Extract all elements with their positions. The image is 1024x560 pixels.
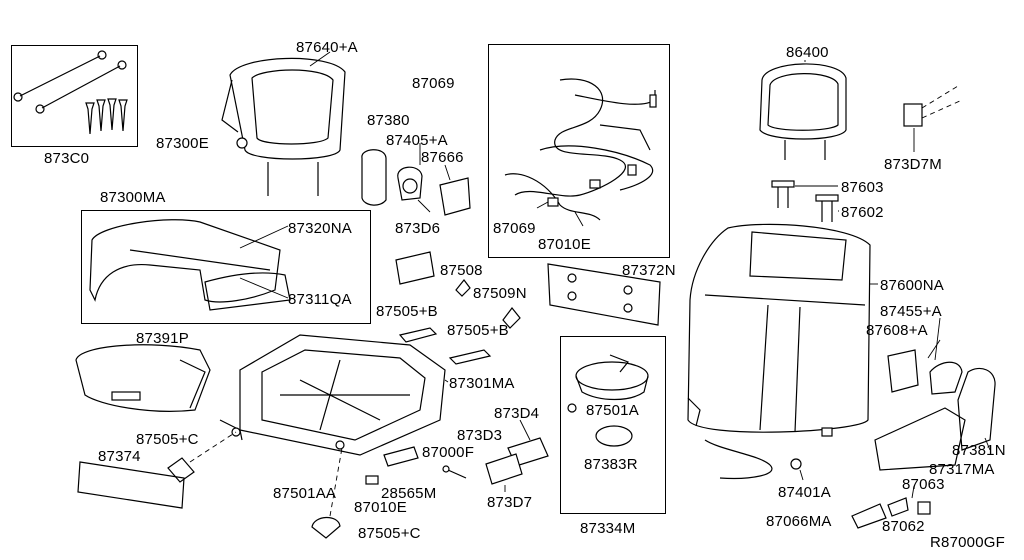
label-87602: 87602 bbox=[841, 204, 884, 221]
label-87069-bottom: 87069 bbox=[493, 220, 536, 237]
label-87405a: 87405+A bbox=[386, 132, 448, 149]
label-87501aa: 87501AA bbox=[273, 485, 337, 502]
small-parts-illustration bbox=[365, 446, 467, 485]
label-87069-top: 87069 bbox=[412, 75, 455, 92]
finisher-illustration bbox=[77, 461, 185, 509]
label-87372n: 87372N bbox=[622, 262, 676, 279]
label-87401a: 87401A bbox=[778, 484, 831, 501]
rod-and-pin-set-illustration bbox=[13, 50, 128, 135]
headrest-guides-illustration bbox=[771, 180, 839, 222]
label-87505b-upper: 87505+B bbox=[376, 303, 438, 320]
seatback-frame-illustration bbox=[221, 51, 346, 196]
label-87505b-lower: 87505+B bbox=[447, 322, 509, 339]
label-87391p: 87391P bbox=[136, 330, 189, 347]
label-87640a: 87640+A bbox=[296, 39, 358, 56]
label-87320na: 87320NA bbox=[288, 220, 352, 237]
label-87066ma: 87066MA bbox=[766, 513, 832, 530]
label-87383r: 87383R bbox=[584, 456, 638, 473]
clips-illustration bbox=[455, 279, 521, 329]
label-87300ma: 87300MA bbox=[100, 189, 166, 206]
label-873d4: 873D4 bbox=[494, 405, 540, 422]
label-87380: 87380 bbox=[367, 112, 410, 129]
group-frame-87069 bbox=[488, 44, 670, 258]
label-87600na: 87600NA bbox=[880, 277, 944, 294]
cover-panel-illustration bbox=[547, 263, 661, 326]
seat-frame-illustration bbox=[219, 334, 449, 456]
brackets-b-illustration bbox=[398, 327, 492, 365]
trim-covers-illustration bbox=[361, 143, 471, 285]
label-87010e-lower: 87010E bbox=[354, 499, 407, 516]
label-873d6: 873D6 bbox=[395, 220, 441, 237]
label-873d3: 873D3 bbox=[457, 427, 503, 444]
footer-code: R87000GF bbox=[930, 534, 1005, 551]
side-trim-illustration bbox=[874, 317, 996, 471]
label-873c0: 873C0 bbox=[44, 150, 90, 167]
label-87608a: 87608+A bbox=[866, 322, 928, 339]
label-87063: 87063 bbox=[902, 476, 945, 493]
label-87501a: 87501A bbox=[586, 402, 639, 419]
label-873d7: 873D7 bbox=[487, 494, 533, 511]
cushion-trim-illustration bbox=[75, 344, 211, 412]
side-harness-illustration bbox=[704, 427, 833, 481]
label-87374: 87374 bbox=[98, 448, 141, 465]
label-87509n: 87509N bbox=[473, 285, 527, 302]
label-87381n: 87381N bbox=[952, 442, 1006, 459]
group-frame-87300ma bbox=[81, 210, 371, 324]
wire-harness-illustration bbox=[504, 78, 657, 227]
switch-parts-illustration bbox=[851, 485, 931, 529]
label-87062: 87062 bbox=[882, 518, 925, 535]
cushion-pad-illustration bbox=[89, 219, 291, 311]
label-87666: 87666 bbox=[421, 149, 464, 166]
label-87505c-lower: 87505+C bbox=[358, 525, 421, 542]
group-frame-873c0 bbox=[11, 45, 138, 147]
group-frame-87334m bbox=[560, 336, 666, 514]
label-87455a: 87455+A bbox=[880, 303, 942, 320]
label-87334m: 87334M bbox=[580, 520, 636, 537]
label-87505c-upper: 87505+C bbox=[136, 431, 199, 448]
label-28565m: 28565M bbox=[381, 485, 437, 502]
lumbar-assembly-illustration bbox=[567, 354, 649, 447]
label-87508: 87508 bbox=[440, 262, 483, 279]
headrest-illustration bbox=[759, 60, 847, 160]
seatback-trim-illustration bbox=[687, 223, 878, 433]
label-87000f: 87000F bbox=[422, 444, 475, 461]
label-87317ma: 87317MA bbox=[929, 461, 995, 478]
label-873d7m: 873D7M bbox=[884, 156, 942, 173]
label-87010e-harness: 87010E bbox=[538, 236, 591, 253]
clips-c-illustration bbox=[167, 431, 343, 539]
label-87311qa: 87311QA bbox=[288, 291, 352, 308]
label-87301ma: 87301MA bbox=[449, 375, 515, 392]
headrest-clip-illustration bbox=[903, 85, 963, 152]
label-87603: 87603 bbox=[841, 179, 884, 196]
label-87300e: 87300E bbox=[156, 135, 209, 152]
label-86400: 86400 bbox=[786, 44, 829, 61]
connectors-illustration bbox=[485, 419, 549, 492]
